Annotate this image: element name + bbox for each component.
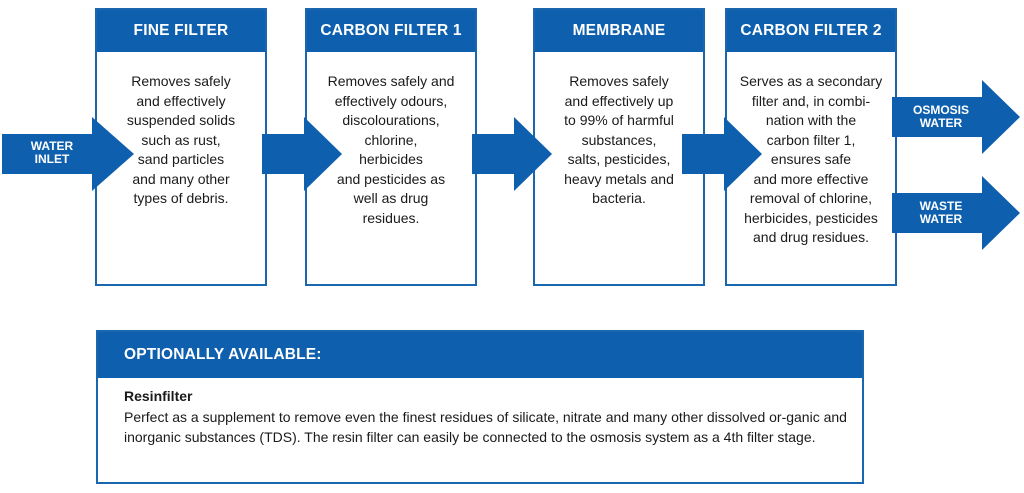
stage-description: Removes safely and effectively odours, d… (327, 73, 455, 226)
stage-description: Removes safely and effectively suspended… (126, 73, 236, 206)
arrow-right-icon (892, 80, 1020, 154)
stage-description: Removes safely and effectively up to 99%… (564, 73, 674, 206)
optional-description: Perfect as a supplement to remove even t… (124, 409, 847, 445)
flow-arrow-3 (682, 117, 762, 191)
optional-panel: OPTIONALLY AVAILABLE: Resinfilter Perfec… (96, 330, 864, 484)
arrow-right-icon (472, 117, 552, 191)
stage-title: CARBON FILTER 2 (727, 10, 895, 52)
waste-water-arrow: WASTE WATER (892, 176, 1020, 250)
arrow-right-icon (2, 117, 134, 191)
stage-title: FINE FILTER (97, 10, 265, 52)
stage-title: CARBON FILTER 1 (307, 10, 475, 52)
optional-title: Resinfilter (124, 388, 193, 404)
arrow-right-icon (682, 117, 762, 191)
optional-heading: OPTIONALLY AVAILABLE: (98, 332, 862, 378)
arrow-right-icon (262, 117, 342, 191)
waste-water-label: WASTE WATER (919, 199, 963, 226)
stage-box-membrane: MEMBRANE Removes safely and effectively … (533, 8, 705, 286)
water-inlet-label: WATER INLET (30, 139, 74, 166)
flow-arrow-1 (262, 117, 342, 191)
arrow-right-icon (892, 176, 1020, 250)
water-inlet-arrow: WATER INLET (2, 117, 134, 191)
flow-arrow-2 (472, 117, 552, 191)
stage-title: MEMBRANE (535, 10, 703, 52)
osmosis-water-label: OSMOSIS WATER (912, 103, 969, 130)
osmosis-water-arrow: OSMOSIS WATER (892, 80, 1020, 154)
stage-description: Serves as a secondary filter and, in com… (739, 73, 883, 245)
stage-box-fine-filter: FINE FILTER Removes safely and effective… (95, 8, 267, 286)
stage-box-carbon-filter-2: CARBON FILTER 2 Serves as a secondary fi… (725, 8, 897, 286)
